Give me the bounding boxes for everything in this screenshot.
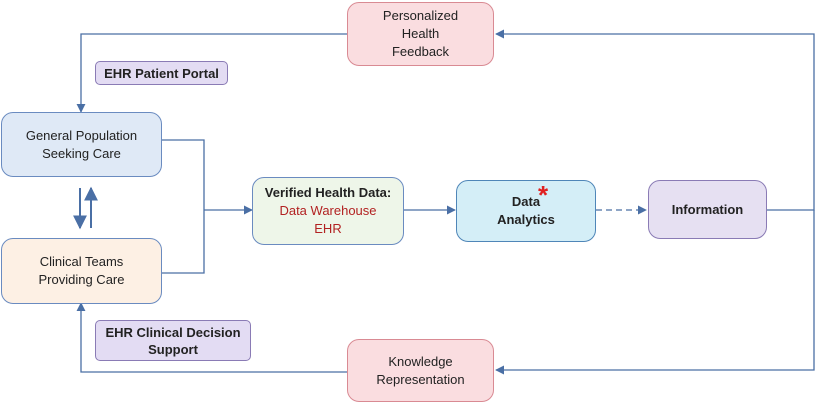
population-line-1: General Population xyxy=(25,127,138,143)
feedback-line-2: Health xyxy=(401,26,440,41)
population-connector xyxy=(162,139,205,210)
data-analytics-node: Data Analytics xyxy=(456,180,596,242)
knowledge-line-1: Knowledge xyxy=(388,353,453,369)
knowledge-line-2: Representation xyxy=(376,371,465,387)
knowledge-to-clinical-arrow xyxy=(76,302,347,373)
clinical-line-2: Providing Care xyxy=(38,272,125,287)
clinical-line-1: Clinical Teams xyxy=(39,254,124,269)
feedback-line-1: Personalized xyxy=(382,8,459,23)
asterisk-marker: * xyxy=(538,180,549,210)
information-to-knowledge-arrow xyxy=(495,210,815,375)
clinical-connector xyxy=(162,210,205,274)
population-line-2: Seeking Care xyxy=(42,145,121,161)
information-label: Information xyxy=(671,201,744,217)
portal-label-text: EHR Patient Portal xyxy=(104,65,219,81)
decision-line-2: Support xyxy=(148,341,198,357)
information-to-feedback-arrow xyxy=(495,29,815,211)
verified-title: Verified Health Data: xyxy=(264,185,392,200)
ehr-clinical-decision-support-label: EHR Clinical Decision Support xyxy=(95,320,251,361)
clinical-teams-node: Clinical Teams Providing Care xyxy=(1,238,162,304)
information-node: Information xyxy=(648,180,767,239)
verified-health-data-node: Verified Health Data: Data Warehouse EHR xyxy=(252,177,404,245)
feedback-to-population-arrow xyxy=(76,33,347,113)
personalized-health-feedback-node: Personalized Health Feedback xyxy=(347,2,494,66)
general-population-node: General Population Seeking Care xyxy=(1,112,162,177)
ehr-patient-portal-label: EHR Patient Portal xyxy=(95,61,228,85)
analytics-line-1: Data xyxy=(511,194,541,209)
knowledge-representation-node: Knowledge Representation xyxy=(347,339,494,402)
decision-line-1: EHR Clinical Decision xyxy=(105,324,241,340)
analytics-line-2: Analytics xyxy=(497,212,555,227)
data-warehouse-text: Data Warehouse xyxy=(279,203,377,218)
ehr-text: EHR xyxy=(314,221,342,236)
feedback-line-3: Feedback xyxy=(391,44,450,59)
